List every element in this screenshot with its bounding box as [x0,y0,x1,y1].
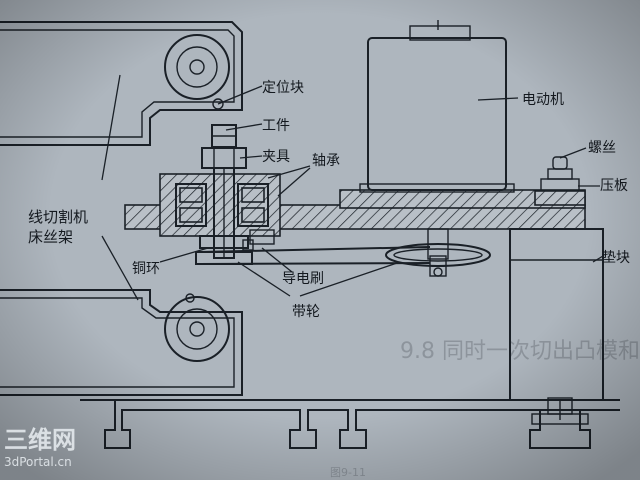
upper-guide-wheel [164,34,230,100]
label-belt-pulley: 带轮 [292,304,320,320]
lower-wire-frame-arm [0,289,243,396]
pad-iron-block [509,228,604,425]
label-screw: 螺丝 [588,140,616,156]
label-pressure-plate: 压板 [600,178,628,194]
bearing-upper-right [241,187,265,203]
motor-pulley [385,243,491,267]
lower-guide-wheel [164,296,230,362]
label-bearing: 轴承 [312,153,340,169]
label-motor: 电动机 [522,92,564,108]
spindle-assembly [159,124,281,265]
watermark: 三维网 3dPortal.cn [4,426,76,469]
label-wire-frame-line2: 床丝架 [28,228,73,246]
label-fixture: 夹具 [262,149,290,165]
watermark-site: 3dPortal.cn [4,455,72,469]
bottom-caption: 图9-11 [330,466,366,479]
upper-wire-frame-arm [0,21,243,146]
label-locating-block: 定位块 [262,80,304,96]
electric-motor [359,20,515,277]
label-workpiece: 工件 [262,118,290,134]
label-wire-frame-line1: 线切割机 [28,208,88,226]
screw-and-pressure-plate [534,156,586,206]
label-pad-iron: 垫块 [602,250,630,266]
fixture-clamp [201,147,247,169]
label-copper-ring: 铜环 [132,261,160,277]
watermark-logo: 三维网 [4,426,76,454]
screw-head [552,156,568,170]
bearing-upper-left [179,187,203,203]
label-conductive-brush: 导电刷 [282,271,324,287]
